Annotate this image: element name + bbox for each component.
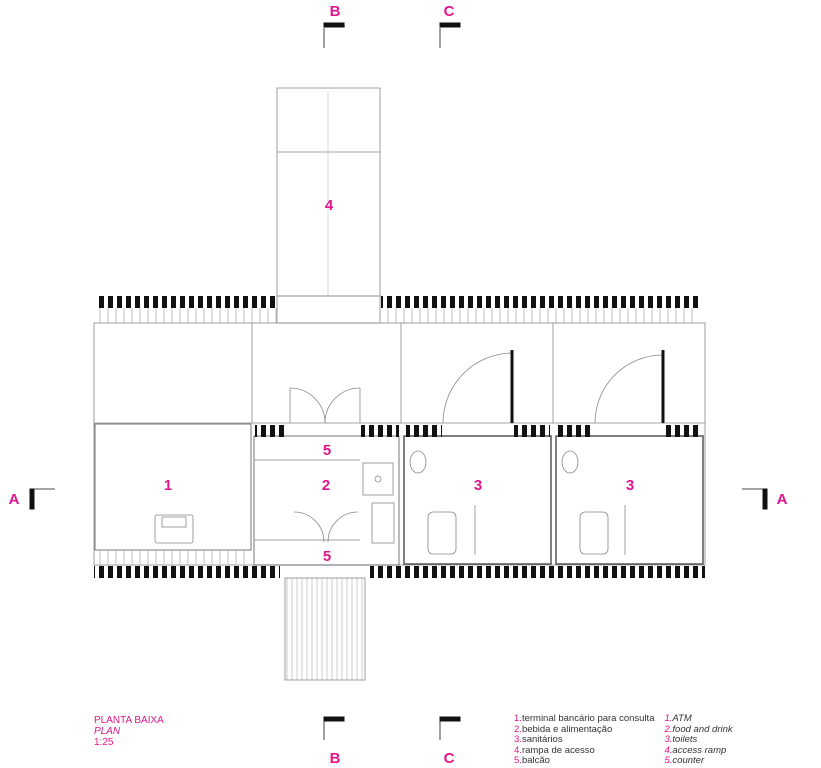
legend-item: 5.balcão bbox=[514, 755, 550, 766]
legend-item: 2.food and drink bbox=[664, 723, 733, 735]
title-en: PLAN bbox=[94, 726, 121, 737]
scale: 1:25 bbox=[94, 737, 114, 748]
room-1 bbox=[94, 423, 252, 551]
section-a-right: A bbox=[777, 491, 788, 508]
atm-icon bbox=[154, 514, 194, 544]
legend-item: 1.ATM bbox=[664, 713, 692, 724]
legend-pt: 1.terminal bancário para consulta 2.bebi… bbox=[514, 713, 655, 767]
section-a-left: A bbox=[9, 491, 20, 508]
ramp bbox=[276, 87, 381, 297]
room-label-2: 2 bbox=[322, 477, 330, 494]
room-label-4: 4 bbox=[325, 197, 334, 214]
legend-item: 2.bebida e alimentação bbox=[514, 723, 613, 735]
plan-title: PLANTA BAIXA PLAN 1:25 bbox=[94, 715, 164, 748]
section-b-top: B bbox=[330, 3, 341, 20]
section-b-bottom: B bbox=[330, 750, 341, 767]
legend-item: 3.toilets bbox=[664, 734, 698, 745]
section-c-top: C bbox=[444, 3, 455, 20]
legend-item: 5.counter bbox=[664, 755, 705, 766]
legend-item: 3.sanitários bbox=[514, 734, 563, 745]
room-3b bbox=[555, 435, 704, 565]
legend-item: 4.rampa de acesso bbox=[514, 744, 595, 756]
legend: 1.terminal bancário para consulta 2.bebi… bbox=[514, 713, 733, 767]
room-label-5a: 5 bbox=[323, 442, 331, 459]
room-label-3b: 3 bbox=[626, 477, 634, 494]
section-c-bottom: C bbox=[444, 750, 455, 767]
legend-item: 4.access ramp bbox=[664, 744, 727, 756]
room-label-5b: 5 bbox=[323, 548, 331, 565]
room-label-1: 1 bbox=[164, 477, 172, 494]
title-pt: PLANTA BAIXA bbox=[94, 715, 164, 726]
room-label-3a: 3 bbox=[474, 477, 482, 494]
legend-en: 1.ATM 2.food and drink 3.toilets 4.acces… bbox=[664, 713, 733, 767]
room-2 bbox=[253, 435, 400, 566]
legend-item: 1.terminal bancário para consulta bbox=[514, 713, 655, 724]
room-3a bbox=[403, 435, 552, 565]
